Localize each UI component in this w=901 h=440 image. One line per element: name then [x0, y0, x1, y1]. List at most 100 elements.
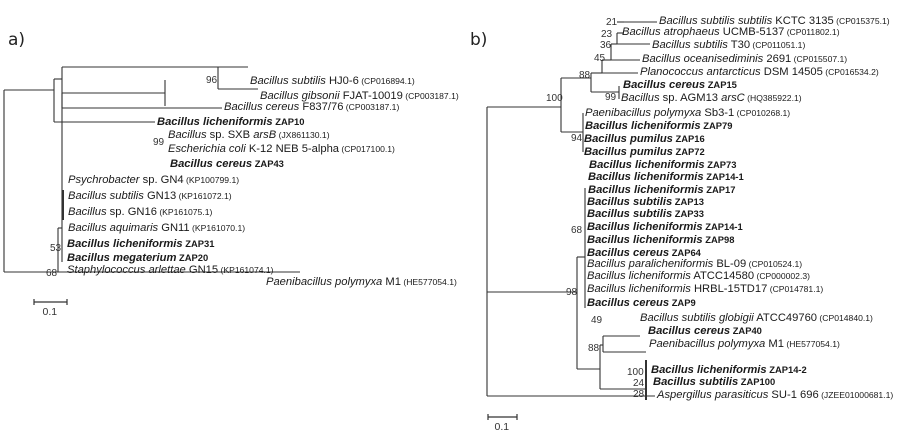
leaf-label: Bacillus licheniformis ZAP79 — [585, 119, 732, 133]
leaf-label: Bacillus subtilis ZAP33 — [587, 207, 704, 221]
species-name: Bacillus megaterium — [67, 252, 177, 264]
strain-name: sp. GN4 — [139, 174, 184, 186]
species-name: Bacillus atrophaeus — [622, 26, 720, 38]
species-name: Bacillus gibsonii — [260, 90, 340, 102]
strain-name: UCMB-5137 — [719, 26, 785, 38]
leaf-label: Bacillus cereus ZAP64 — [587, 246, 701, 260]
species-name: Bacillus cereus — [623, 79, 706, 91]
strain-name: HJ0-6 — [325, 75, 359, 87]
panel-a-label: a) — [8, 30, 26, 50]
accession-number: (CP017100.1) — [339, 144, 395, 154]
bootstrap-value: 68 — [46, 268, 58, 279]
strain-name: ZAP40 — [730, 325, 762, 336]
strain-name: M1 — [765, 338, 784, 350]
species-name: Bacillus cereus — [648, 325, 731, 337]
strain-name: K-12 NEB 5-alpha — [245, 143, 340, 155]
accession-number: (HE577054.1) — [400, 277, 457, 287]
accession-number: (CP011051.1) — [750, 40, 806, 50]
species-name: Bacillus licheniformis — [587, 283, 691, 295]
leaf-label: Bacillus subtilis globigii ATCC49760 (CP… — [640, 312, 873, 325]
species-name: Bacillus licheniformis — [585, 120, 701, 132]
leaf-label: Planococcus antarcticus DSM 14505 (CP016… — [640, 66, 879, 79]
bootstrap-value: 99 — [605, 92, 617, 103]
species-name: Paenibacillus polymyxa — [649, 338, 766, 350]
strain-name: ZAP73 — [704, 159, 737, 170]
panel-b-label: b) — [470, 30, 488, 50]
strain-name: ZAP43 — [252, 158, 284, 169]
bootstrap-value: 21 — [606, 17, 618, 28]
species-name: Aspergillus parasiticus — [657, 389, 769, 401]
leaf-label: Bacillus gibsonii FJAT-10019 (CP003187.1… — [260, 90, 459, 103]
leaf-label: Bacillus cereus F837/76 (CP003187.1) — [224, 101, 399, 114]
strain-name: KCTC 3135 — [772, 15, 834, 27]
strain-name: ZAP79 — [700, 120, 733, 131]
bootstrap-value: 24 — [633, 378, 645, 389]
strain-name: ZAP33 — [672, 208, 704, 219]
bootstrap-value: 100 — [627, 367, 644, 378]
leaf-label: Bacillus atrophaeus UCMB-5137 (CP011802.… — [622, 26, 840, 39]
gene-name: arsC — [718, 92, 745, 104]
strain-name: ZAP14-2 — [766, 364, 807, 375]
bootstrap-value: 100 — [546, 93, 563, 104]
strain-name: T30 — [727, 39, 751, 51]
species-name: Bacillus licheniformis — [587, 221, 703, 233]
species-name: Bacillus subtilis — [587, 196, 673, 208]
leaf-label: Bacillus subtilis T30 (CP011051.1) — [652, 39, 805, 52]
bootstrap-value: 45 — [594, 53, 606, 64]
strain-name: GN13 — [143, 190, 177, 202]
species-name: Bacillus cereus — [224, 101, 300, 113]
strain-name: ZAP17 — [703, 184, 736, 195]
accession-number: (CP014781.1) — [767, 284, 824, 294]
accession-number: (CP014840.1) — [817, 313, 873, 323]
species-name: Psychrobacter — [68, 174, 140, 186]
leaf-label: Bacillus cereus ZAP43 — [170, 157, 284, 171]
accession-number: (HQ385922.1) — [744, 93, 802, 103]
leaf-label: Bacillus subtilis GN13 (KP161072.1) — [68, 190, 232, 203]
scale-bar-label: 0.1 — [42, 306, 58, 318]
bootstrap-value: 88 — [579, 70, 591, 81]
bootstrap-value: 94 — [571, 133, 583, 144]
species-name: Bacillus — [68, 206, 107, 218]
leaf-label: Bacillus cereus ZAP9 — [587, 296, 696, 310]
strain-name: BL-09 — [713, 258, 747, 270]
strain-name: ZAP64 — [669, 247, 701, 258]
leaf-label: Bacillus aquimaris GN11 (KP161070.1) — [68, 222, 245, 235]
species-name: Bacillus subtilis subtilis — [659, 15, 773, 27]
strain-name: FJAT-10019 — [339, 90, 403, 102]
species-name: Bacillus subtilis — [652, 39, 728, 51]
leaf-label: Paenibacillus polymyxa Sb3-1 (CP010268.1… — [585, 107, 790, 120]
leaf-label: Bacillus paralicheniformis BL-09 (CP0105… — [587, 258, 802, 271]
species-name: Bacillus licheniformis — [588, 184, 704, 196]
species-name: Bacillus subtilis — [653, 376, 739, 388]
bootstrap-value: 68 — [571, 225, 583, 236]
species-name: Bacillus pumilus — [584, 133, 673, 145]
bootstrap-value: 53 — [50, 243, 62, 254]
species-name: Bacillus licheniformis — [587, 270, 691, 282]
accession-number: (JZEE01000681.1) — [818, 390, 894, 400]
species-name: Escherichia coli — [168, 143, 246, 155]
leaf-label: Bacillus licheniformis ZAP10 — [157, 115, 304, 129]
leaf-label: Escherichia coli K-12 NEB 5-alpha (CP017… — [168, 143, 395, 156]
bootstrap-value: 96 — [206, 75, 218, 86]
strain-name: ZAP98 — [702, 234, 735, 245]
leaf-label: Paenibacillus polymyxa M1 (HE577054.1) — [649, 338, 840, 351]
species-name: Bacillus subtilis — [68, 190, 144, 202]
leaf-label: Staphylococcus arlettae GN15 (KP161074.1… — [67, 264, 274, 277]
strain-name: ATCC49760 — [753, 312, 818, 324]
species-name: Bacillus cereus — [587, 297, 670, 309]
leaf-label: Bacillus pumilus ZAP72 — [584, 145, 705, 159]
bootstrap-value: 36 — [600, 40, 612, 51]
strain-name: HRBL-15TD17 — [690, 283, 768, 295]
leaf-label: Bacillus licheniformis ATCC14580 (CP0000… — [587, 270, 810, 283]
species-name: Bacillus cereus — [170, 158, 253, 170]
leaf-label: Bacillus megaterium ZAP20 — [67, 251, 208, 265]
leaf-label: Bacillus subtilis ZAP100 — [653, 375, 775, 389]
species-name: Bacillus paralicheniformis — [587, 258, 714, 270]
leaf-label: Bacillus sp. AGM13 arsC (HQ385922.1) — [621, 92, 802, 105]
leaf-label: Psychrobacter sp. GN4 (KP100799.1) — [68, 174, 239, 187]
leaf-label: Bacillus cereus ZAP40 — [648, 324, 762, 338]
accession-number: (HE577054.1) — [783, 339, 840, 349]
strain-name: ZAP31 — [182, 238, 215, 249]
leaf-label: Bacillus pumilus ZAP16 — [584, 132, 705, 146]
